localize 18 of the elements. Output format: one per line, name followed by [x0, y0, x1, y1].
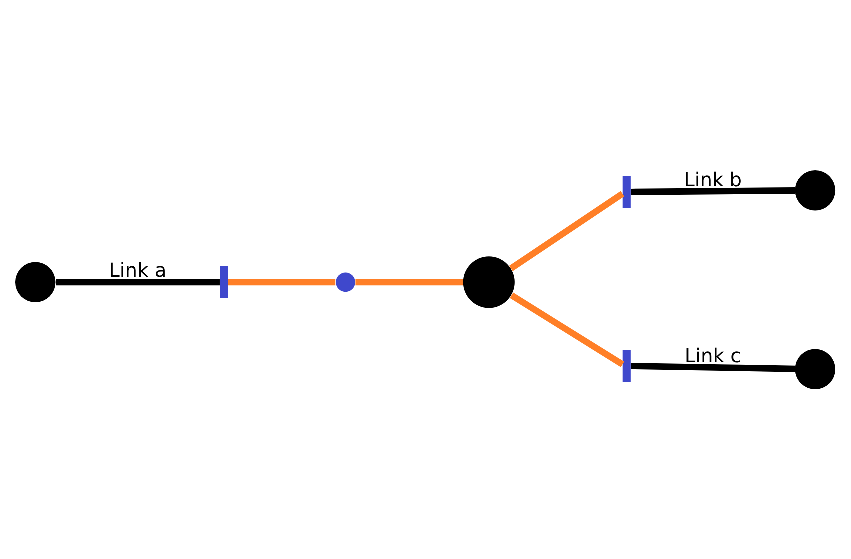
connector	[356, 278, 464, 286]
node-circle	[795, 170, 836, 210]
edge-label: Link c	[684, 344, 742, 367]
connector	[631, 362, 796, 372]
node-circle	[463, 256, 515, 308]
node-bar	[622, 176, 631, 208]
connector	[509, 190, 624, 271]
connector	[510, 292, 624, 367]
node-circle	[795, 348, 836, 390]
node-bar	[220, 266, 228, 298]
edge-label: Link b	[684, 168, 742, 192]
connector	[631, 187, 796, 195]
node-bar	[622, 350, 631, 382]
edge-label: Link a	[109, 258, 167, 282]
connector	[56, 278, 220, 286]
node-circle	[336, 272, 356, 292]
node-circle	[15, 262, 56, 302]
connector	[228, 278, 336, 286]
